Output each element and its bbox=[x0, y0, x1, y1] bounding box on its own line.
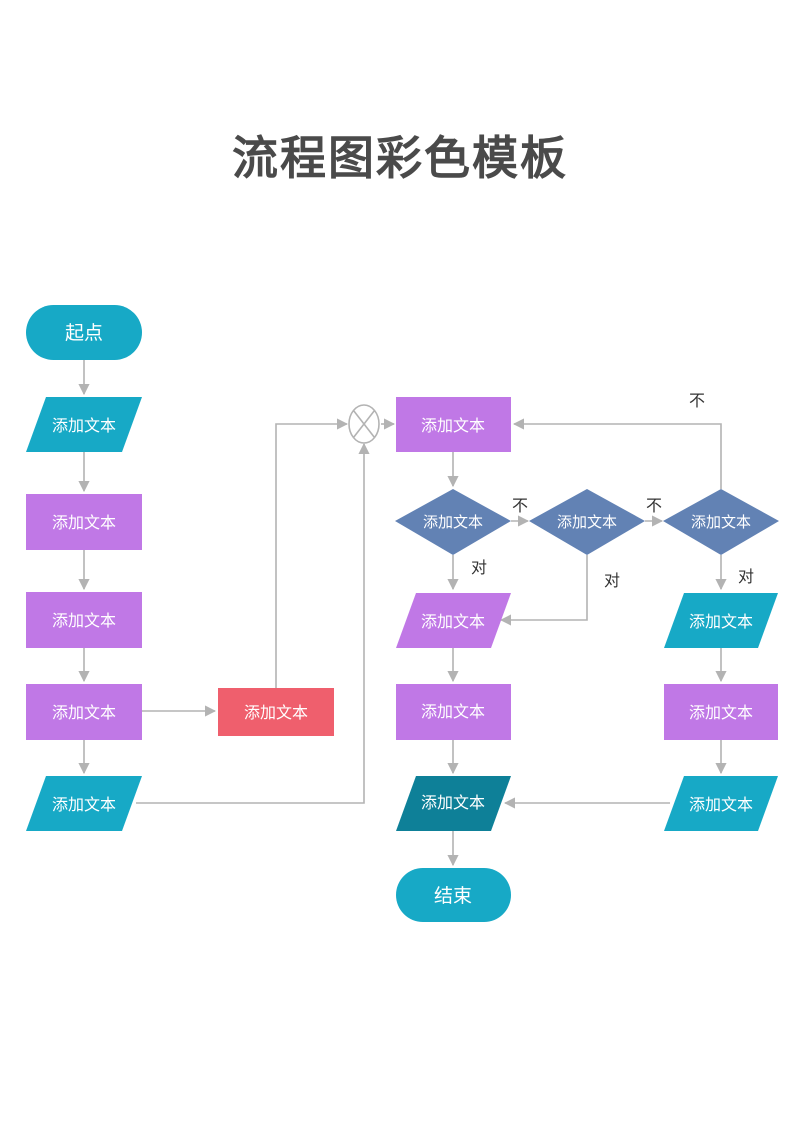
end-label: 结束 bbox=[434, 885, 472, 907]
node-red-label: 添加文本 bbox=[244, 703, 308, 722]
node-r2-label: 添加文本 bbox=[689, 703, 753, 722]
edge-label-no-2: 不 bbox=[646, 496, 662, 515]
node-d3-label: 添加文本 bbox=[691, 513, 751, 531]
data-node-m1 bbox=[396, 593, 511, 648]
node-m2-label: 添加文本 bbox=[421, 702, 485, 721]
edge-label-yes-2: 对 bbox=[604, 571, 620, 590]
edge-label-yes-3: 对 bbox=[738, 567, 754, 586]
data-node-m3 bbox=[396, 776, 511, 831]
node-l1-label: 添加文本 bbox=[52, 416, 116, 435]
node-l4-label: 添加文本 bbox=[52, 703, 116, 722]
summing-junction-icon bbox=[348, 404, 380, 444]
process-node-m2 bbox=[396, 684, 511, 740]
start-terminator bbox=[26, 305, 142, 360]
edge-label-no-1: 不 bbox=[512, 496, 528, 515]
node-top-label: 添加文本 bbox=[421, 416, 485, 435]
process-node-l3 bbox=[26, 592, 142, 648]
data-node-r1 bbox=[664, 593, 778, 648]
edge-l5-junction bbox=[136, 442, 370, 804]
node-l3-label: 添加文本 bbox=[52, 611, 116, 630]
data-node-r3 bbox=[664, 776, 778, 831]
end-terminator bbox=[396, 868, 511, 922]
data-node-l1 bbox=[26, 397, 142, 452]
edge-d2-m1 bbox=[499, 555, 588, 626]
process-node-r2 bbox=[664, 684, 778, 740]
node-d2-label: 添加文本 bbox=[557, 513, 617, 531]
node-m1-label: 添加文本 bbox=[421, 612, 485, 631]
decision-node-d3 bbox=[663, 489, 779, 555]
edge-red-junction bbox=[275, 418, 349, 688]
node-r3-label: 添加文本 bbox=[689, 795, 753, 814]
node-l2-label: 添加文本 bbox=[52, 513, 116, 532]
process-node-top bbox=[396, 397, 511, 452]
node-r1-label: 添加文本 bbox=[689, 612, 753, 631]
process-node-l2 bbox=[26, 494, 142, 550]
node-m3-label: 添加文本 bbox=[421, 793, 485, 812]
process-node-l4 bbox=[26, 684, 142, 740]
node-l5-label: 添加文本 bbox=[52, 795, 116, 814]
page-title: 流程图彩色模板 bbox=[232, 131, 568, 185]
node-d1-label: 添加文本 bbox=[423, 513, 483, 531]
decision-node-d1 bbox=[395, 489, 511, 555]
edge-d3-top bbox=[512, 418, 722, 489]
process-node-red bbox=[218, 688, 334, 736]
edge-label-yes-1: 对 bbox=[471, 558, 487, 577]
decision-node-d2 bbox=[529, 489, 645, 555]
connectors bbox=[78, 360, 727, 867]
data-node-l5 bbox=[26, 776, 142, 831]
start-label: 起点 bbox=[65, 322, 103, 344]
edge-label-no-top: 不 bbox=[689, 391, 705, 410]
